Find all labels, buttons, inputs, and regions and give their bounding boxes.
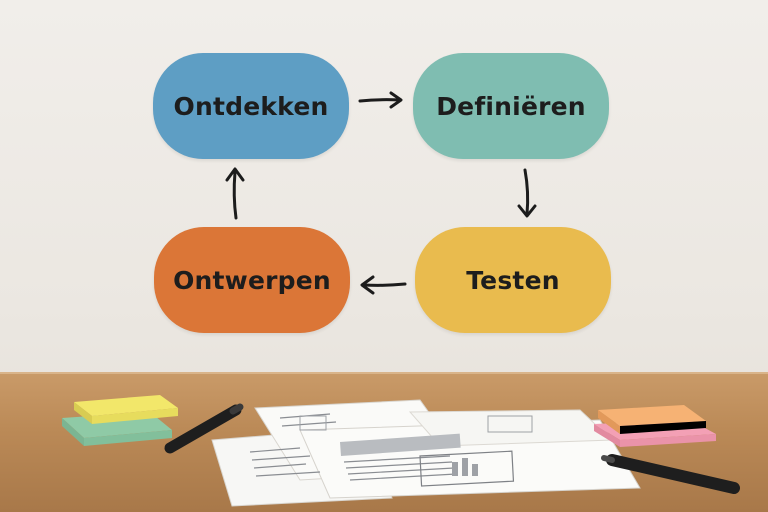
arrow-testen-to-ontwerpen — [360, 275, 407, 295]
stage-ontwerpen: Ontwerpen — [154, 227, 350, 333]
stage-testen-label: Testen — [466, 265, 560, 295]
stage-ontwerpen-label: Ontwerpen — [173, 265, 331, 295]
stage-ontdekken: Ontdekken — [153, 53, 349, 159]
arrow-definieren-to-testen — [517, 168, 537, 218]
paper-sketches — [211, 399, 641, 507]
marker-left — [164, 403, 244, 454]
arrow-ontdekken-to-definieren — [358, 91, 403, 109]
sticky-notes-right — [594, 405, 716, 447]
pen-right — [601, 454, 740, 494]
stage-ontdekken-label: Ontdekken — [173, 91, 329, 121]
arrow-ontwerpen-to-ontdekken — [225, 167, 245, 220]
sticky-notes-left — [62, 395, 178, 446]
stage-definieren: Definiëren — [413, 53, 609, 159]
stage-testen: Testen — [415, 227, 611, 333]
stage-definieren-label: Definiëren — [436, 91, 586, 121]
